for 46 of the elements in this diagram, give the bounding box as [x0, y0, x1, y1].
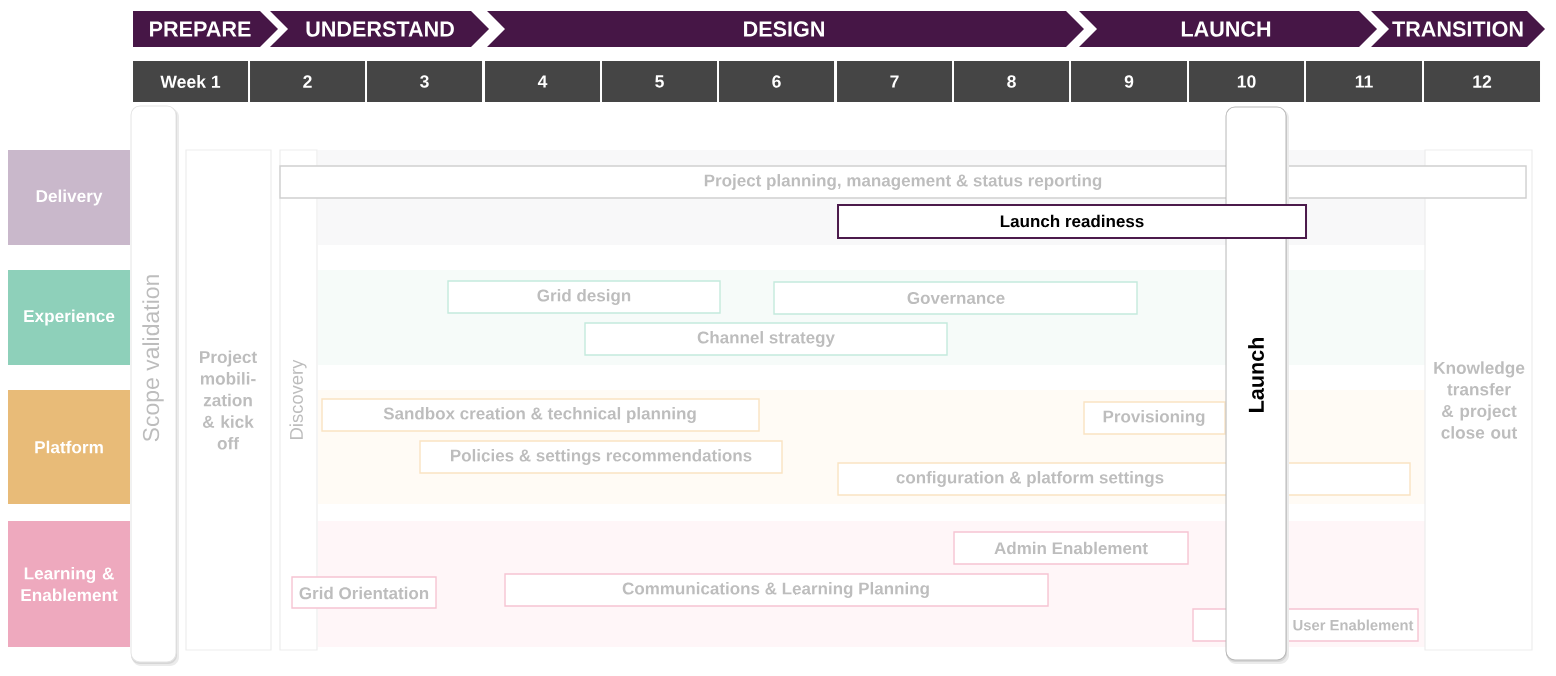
node-label: 8	[1007, 75, 1016, 88]
task-bar: Governance	[773, 281, 1138, 315]
node-label: 3	[420, 75, 429, 88]
task-bar: Launch readiness	[837, 204, 1307, 239]
row-label-box: Delivery	[8, 150, 130, 245]
task-bar: Provisioning	[1083, 401, 1226, 435]
week-header-cell: 12	[1424, 61, 1540, 102]
node-label: Week 1	[160, 75, 221, 88]
row-label-box: Platform	[8, 390, 130, 504]
phase-banner: PREPARE	[133, 11, 278, 47]
task-bar: Admin Enablement	[953, 531, 1189, 565]
week-header-cell: 11	[1306, 61, 1422, 102]
week-header-cell: 4	[485, 61, 600, 102]
task-bar: Communications & Learning Planning	[504, 573, 1049, 607]
node-label: 6	[772, 75, 781, 88]
task-bar: Sandbox creation & technical planning	[321, 398, 760, 432]
week-header-cell: 7	[837, 61, 952, 102]
node-label: 11	[1355, 75, 1373, 88]
week-header-cell: 9	[1071, 61, 1187, 102]
phase-banner: DESIGN	[487, 11, 1084, 47]
node-label: 4	[537, 75, 548, 88]
phase-banner: UNDERSTAND	[270, 11, 489, 47]
week-header-cell: 10	[1189, 61, 1304, 102]
node-label: 5	[655, 75, 664, 88]
row-label-box: Learning & Enablement	[8, 521, 130, 647]
node-label: 10	[1237, 75, 1256, 88]
phase-column: Knowledge transfer & project close out	[1424, 149, 1533, 651]
task-bar: Policies & settings recommendations	[419, 440, 783, 474]
node-label: 12	[1473, 75, 1492, 88]
week-header-cell: 6	[719, 61, 834, 102]
phase-banner: TRANSITION	[1371, 11, 1545, 47]
node-label: 9	[1124, 75, 1134, 88]
task-bar: Channel strategy	[584, 322, 948, 356]
task-bar: Grid design	[447, 280, 721, 314]
row-label-box: Experience	[8, 270, 130, 365]
vertical-bar: Scope validation	[130, 105, 179, 666]
phase-banner: LAUNCH	[1079, 11, 1377, 47]
node-label: 7	[890, 75, 899, 88]
week-header-cell: 2	[250, 61, 365, 102]
node-label: 2	[303, 75, 312, 88]
week-header-cell: 8	[954, 61, 1069, 102]
week-header-cell: Week 1	[133, 61, 248, 102]
phase-column: Project mobili- zation & kick off	[185, 149, 272, 651]
week-header-cell: 5	[602, 61, 717, 102]
week-header-cell: 3	[367, 61, 482, 102]
task-bar: Grid Orientation	[291, 576, 437, 609]
